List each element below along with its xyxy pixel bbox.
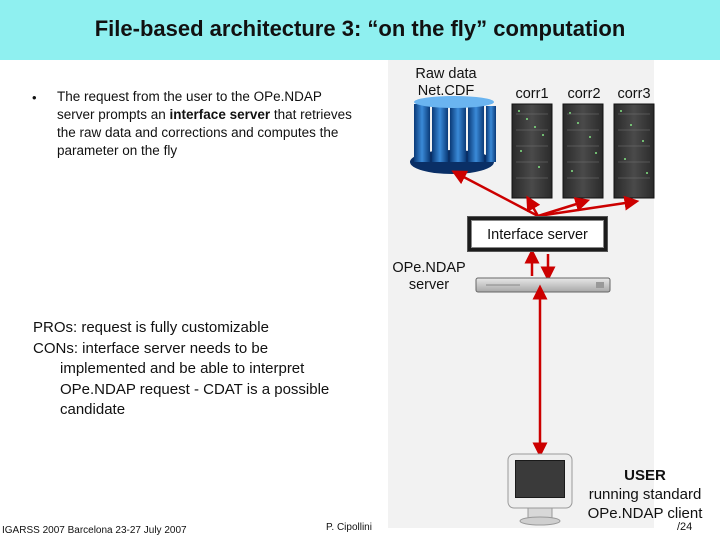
bullet-text-part2: that retrieves the raw data and correcti… [57, 107, 352, 158]
user-computer-icon [507, 453, 573, 526]
cons-line-3: OPe.NDAP request - CDAT is a possible [60, 380, 330, 398]
cons-line-4: candidate [60, 401, 126, 418]
raw-data-label-line1: Raw data [415, 66, 477, 82]
user-sub-1: running standard [588, 486, 702, 503]
raw-data-label-line2: Net.CDF [417, 83, 475, 99]
pros-cons-text: PROs: request is fully customizable CONs… [33, 318, 373, 421]
opendap-label-line1: OPe.NDAP [392, 260, 466, 276]
cons-line-2: implemented and be able to interpret [60, 360, 305, 377]
opendap-label-line2: server [408, 277, 450, 293]
user-title: USER [624, 467, 666, 484]
arrows-interface-opendap [524, 248, 556, 282]
interface-server-box: Interface server [467, 216, 608, 252]
bullet-text: The request from the user to the OPe.NDA… [57, 88, 357, 160]
title-bar [0, 0, 720, 60]
corr2-label: corr2 [567, 86, 601, 102]
opendap-server-icon [475, 277, 611, 293]
arrow-to-corr3 [537, 195, 640, 218]
pros-line: PROs: request is fully customizable [33, 319, 269, 336]
interface-server-inner: Interface server [471, 220, 604, 248]
interface-server-label: Interface server [487, 227, 588, 243]
corr1-rack-icon [511, 103, 553, 199]
cons-line-1: CONs: interface server needs to be [33, 339, 269, 357]
footer-conference: IGARSS 2007 Barcelona 23-27 July 2007 [2, 525, 187, 536]
arrows-to-sources [451, 170, 640, 218]
arrow-to-corr1 [526, 195, 541, 217]
bullet-marker: • [32, 90, 37, 105]
user-label: USER running standard OPe.NDAP client [578, 466, 712, 523]
slide-title: File-based architecture 3: “on the fly” … [94, 16, 626, 41]
opendap-server-label: OPe.NDAP server [384, 260, 474, 294]
footer-author: P. Cipollini [326, 522, 372, 533]
bullet-text-bold: interface server [169, 107, 271, 122]
corr2-rack-icon [562, 103, 604, 199]
supercomputer-icon [410, 96, 496, 174]
user-sub-2: OPe.NDAP client [587, 505, 703, 522]
corr3-label: corr3 [617, 86, 651, 102]
corr3-rack-icon [613, 103, 655, 199]
bullet-text-part1: The request from the user to the OPe.NDA… [57, 89, 322, 122]
raw-data-label: Raw data Net.CDF [406, 66, 486, 100]
corr1-label: corr1 [515, 86, 549, 102]
arrow-to-raw-data [451, 170, 539, 218]
footer-page: /24 [677, 521, 693, 533]
